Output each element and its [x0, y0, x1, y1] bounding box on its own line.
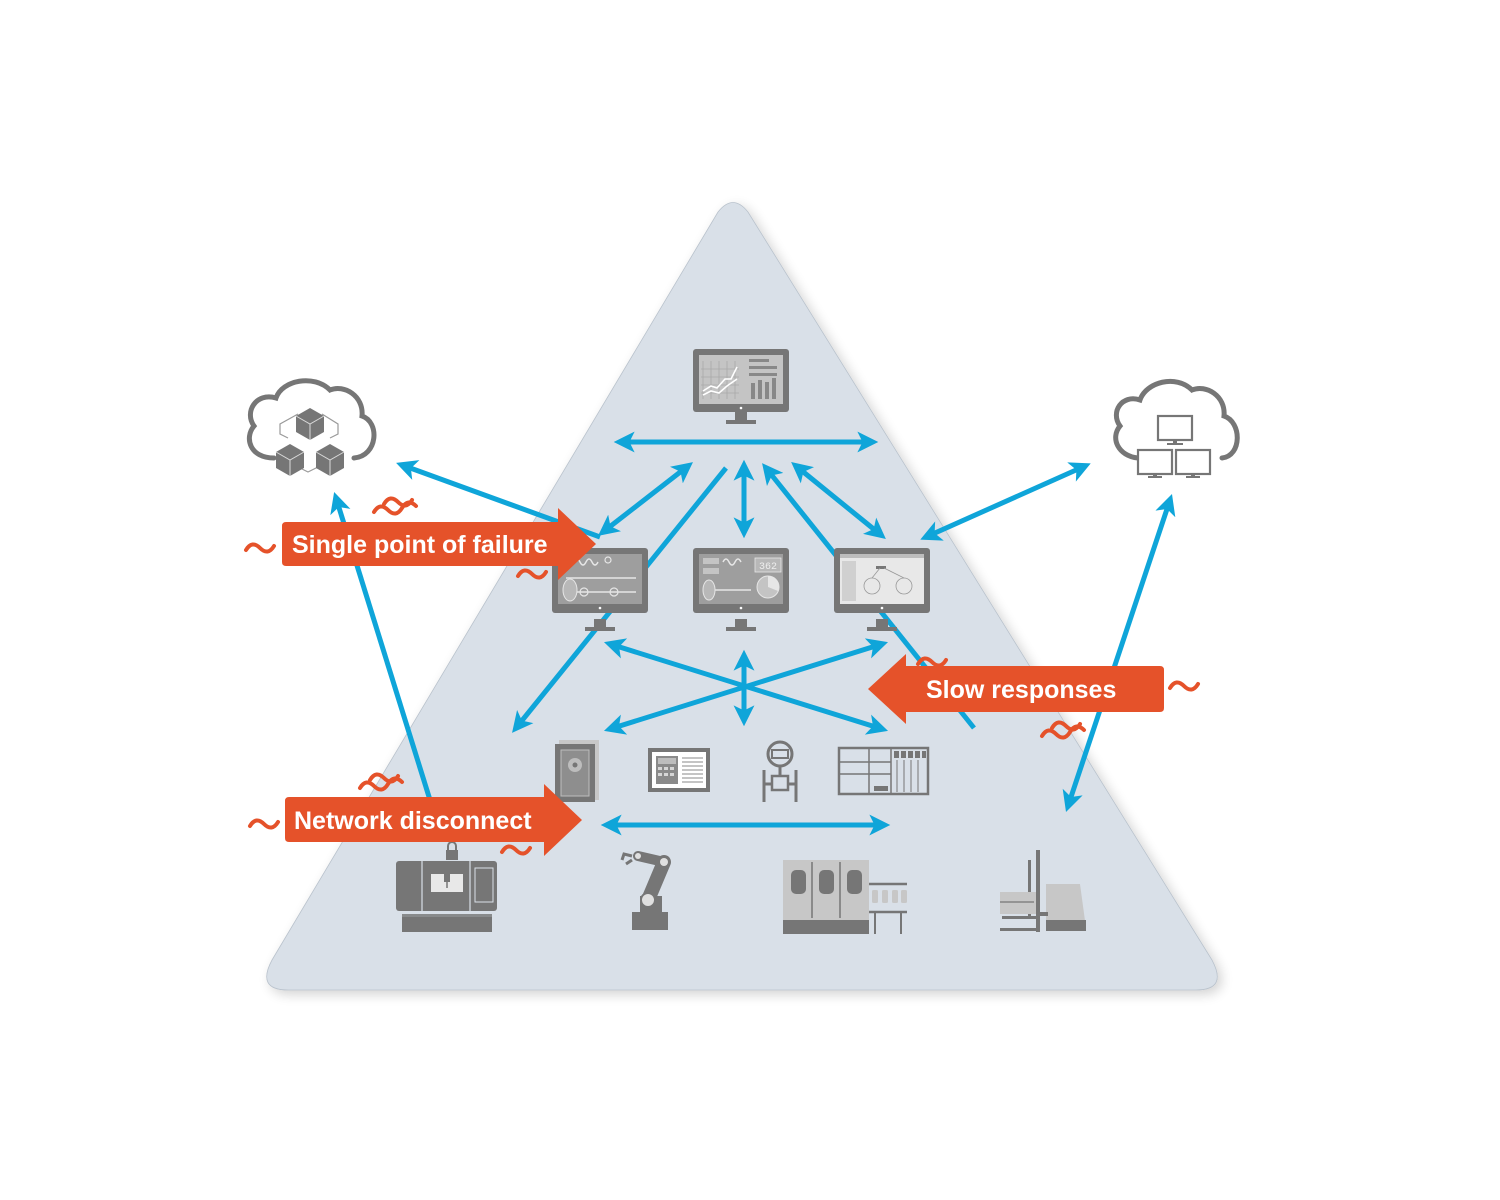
connector-field-to-right-cloud: [1062, 494, 1176, 812]
squiggle-icon: [500, 844, 532, 856]
callout-slow-responses: Slow responses: [868, 654, 1164, 724]
callout-single-point-of-failure: Single point of failure: [282, 508, 596, 580]
filling-line-icon: [783, 860, 907, 934]
squiggle-icon: [382, 496, 414, 508]
squiggle-icon: [244, 542, 276, 554]
plc-rack-icon: [837, 746, 930, 796]
connector-top-to-scada: [598, 462, 693, 536]
connector-mes-to-right-cloud: [920, 462, 1091, 541]
squiggle-icon: [1050, 720, 1082, 732]
analytics-monitor-icon: [693, 349, 789, 424]
callout-network-disconnect: Network disconnect: [285, 784, 582, 856]
drive-cabinet-icon: [555, 740, 599, 802]
cloud-cubes-icon: [247, 378, 377, 476]
hmi-monitor-gauge-icon: 362: [693, 548, 789, 631]
operator-panel-icon: [648, 748, 710, 792]
squiggle-icon: [368, 772, 400, 784]
squiggle-icon: [248, 818, 280, 830]
callout-label: Single point of failure: [292, 531, 548, 559]
flow-meter-icon: [762, 740, 798, 802]
callout-label: Network disconnect: [294, 807, 532, 835]
cloud-computers-icon: [1113, 378, 1240, 478]
robot-arm-icon: [620, 851, 671, 930]
squiggle-icon: [1168, 680, 1200, 692]
disturbance-squiggles: [244, 496, 1200, 856]
mes-monitor-workflow-icon: [834, 548, 930, 631]
squiggle-icon: [516, 568, 548, 580]
gauge-readout: 362: [759, 562, 777, 573]
cube: [295, 408, 325, 440]
cnc-machine-icon: [396, 841, 497, 932]
callout-label: Slow responses: [926, 676, 1116, 704]
forklift-loader-icon: [1000, 850, 1086, 932]
squiggle-icon: [916, 656, 948, 668]
scada-monitor-process-icon: [552, 548, 648, 631]
connector-top-to-mes: [791, 462, 886, 539]
